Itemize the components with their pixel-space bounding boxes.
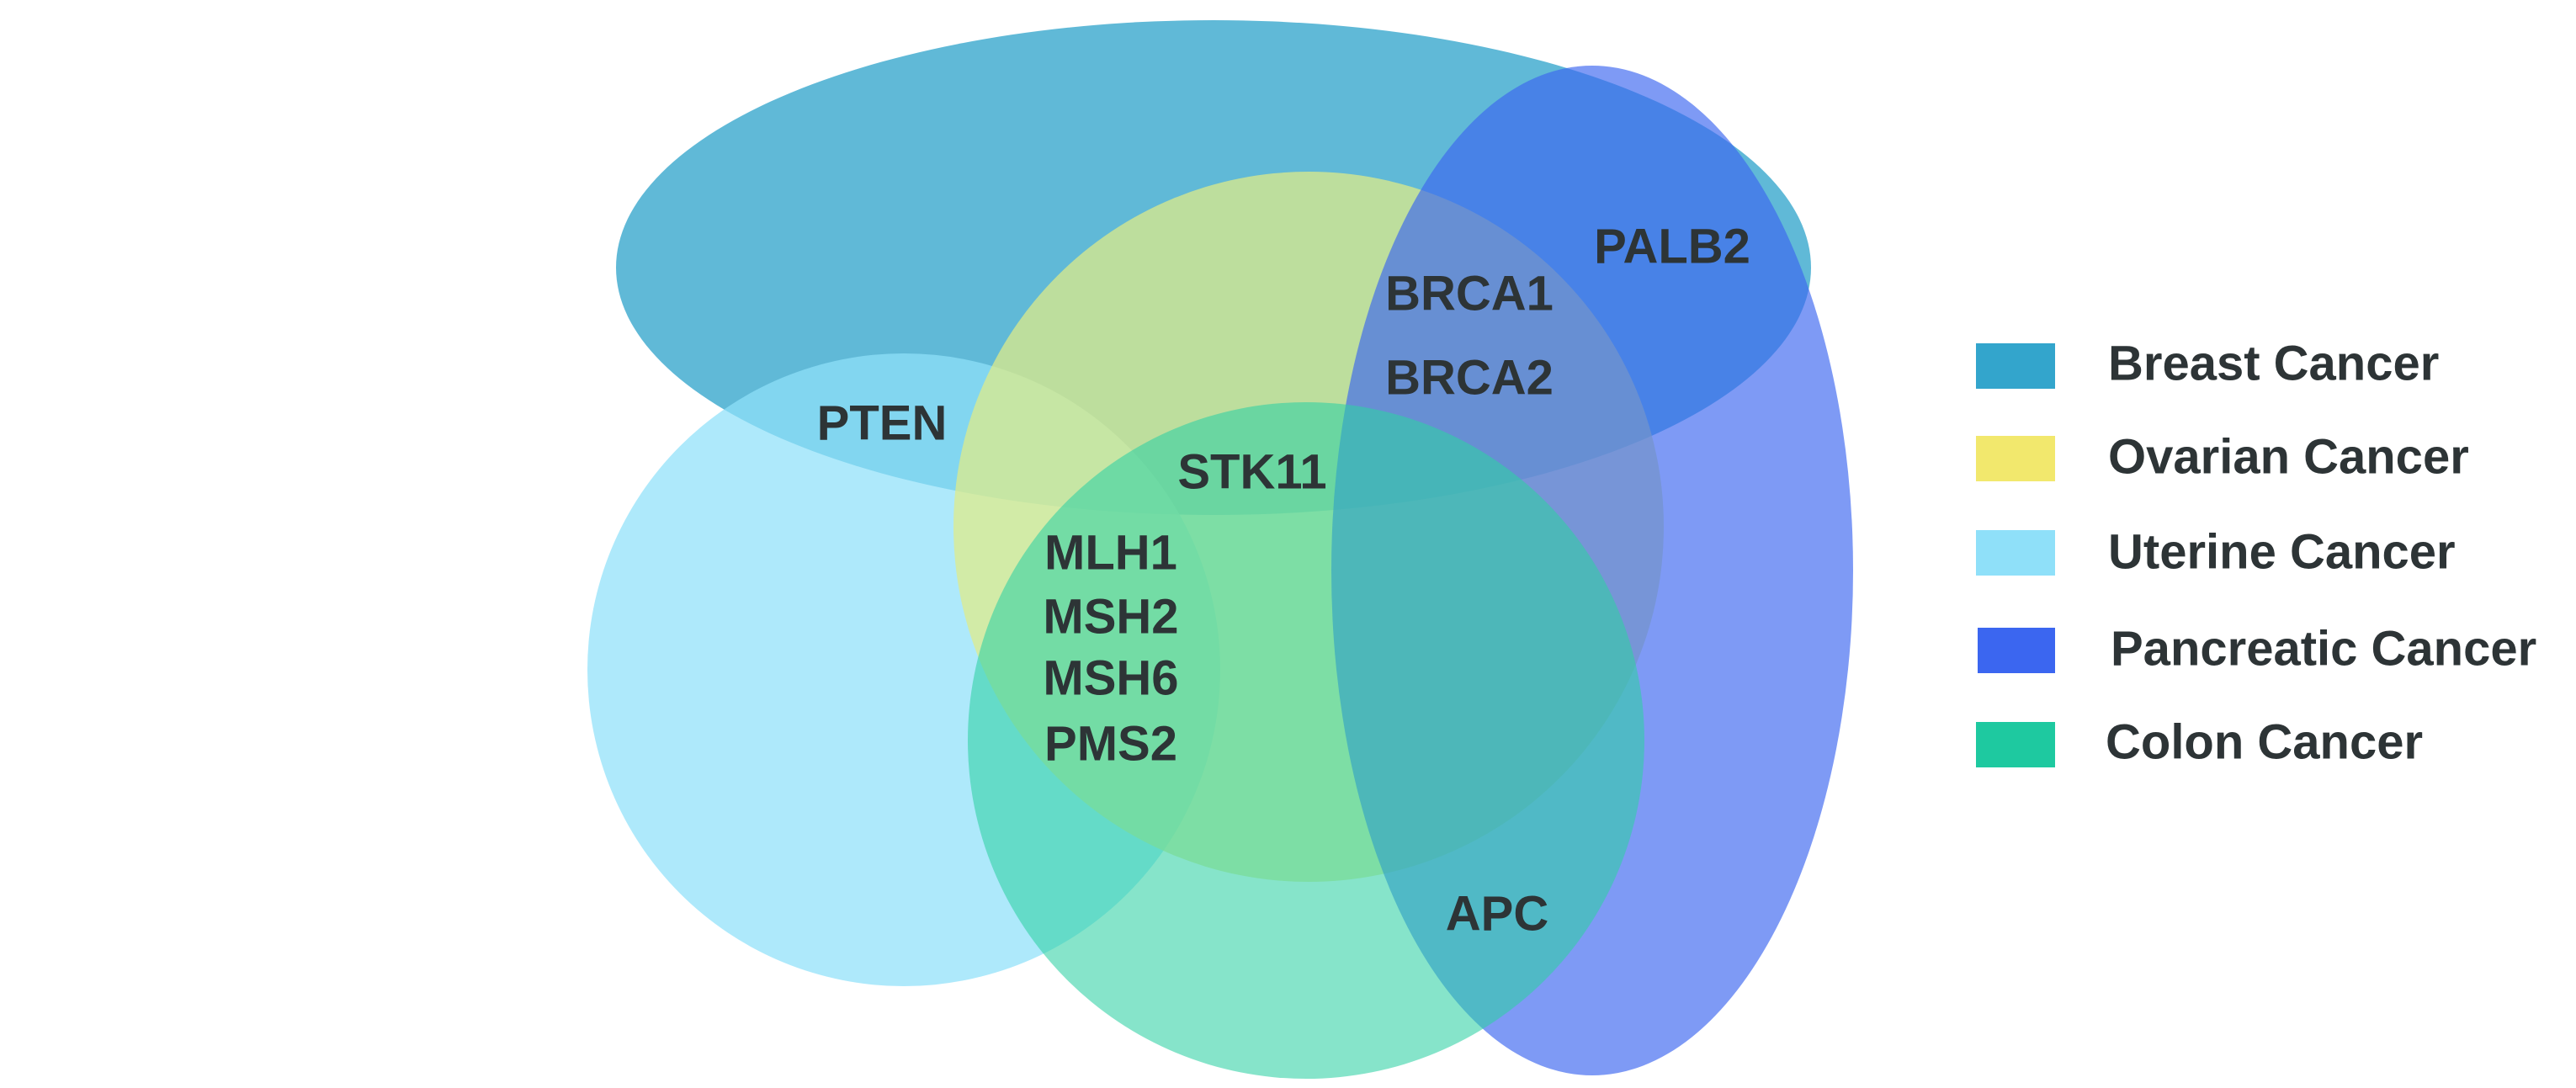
legend-item-uterine: Uterine Cancer (1976, 525, 2456, 580)
legend-label-uterine: Uterine Cancer (2108, 525, 2456, 580)
legend-swatch-pancreatic (1978, 628, 2055, 673)
gene-label-apc: APC (1446, 887, 1548, 942)
legend-swatch-ovarian (1976, 436, 2055, 481)
set-shapes (587, 20, 1853, 1079)
legend-swatch-breast (1976, 343, 2055, 389)
gene-label-mlh1: MLH1 (1044, 526, 1177, 581)
gene-label-stk11: STK11 (1177, 445, 1326, 500)
legend-label-breast: Breast Cancer (2108, 337, 2439, 391)
gene-label-pten: PTEN (817, 396, 948, 451)
legend-label-pancreatic: Pancreatic Cancer (2111, 622, 2536, 677)
legend-swatch-colon (1976, 722, 2055, 767)
legend-item-colon: Colon Cancer (1976, 715, 2423, 770)
gene-labels: PALB2 BRCA1 BRCA2 PTEN STK11 MLH1 MSH2 M… (817, 220, 1750, 942)
gene-label-msh2: MSH2 (1043, 590, 1178, 645)
legend-item-pancreatic: Pancreatic Cancer (1978, 622, 2536, 677)
legend-label-ovarian: Ovarian Cancer (2108, 430, 2469, 485)
gene-label-palb2: PALB2 (1594, 220, 1750, 274)
gene-label-pms2: PMS2 (1044, 717, 1177, 772)
legend-item-breast: Breast Cancer (1976, 337, 2439, 391)
gene-label-brca2: BRCA2 (1385, 351, 1554, 406)
gene-label-brca1: BRCA1 (1385, 267, 1554, 321)
legend-swatch-uterine (1976, 530, 2055, 576)
gene-label-msh6: MSH6 (1043, 651, 1178, 706)
legend-item-ovarian: Ovarian Cancer (1976, 430, 2469, 485)
legend-label-colon: Colon Cancer (2106, 715, 2423, 770)
legend: Breast Cancer Ovarian Cancer Uterine Can… (1976, 337, 2536, 770)
colon-cancer-circle (968, 402, 1644, 1079)
